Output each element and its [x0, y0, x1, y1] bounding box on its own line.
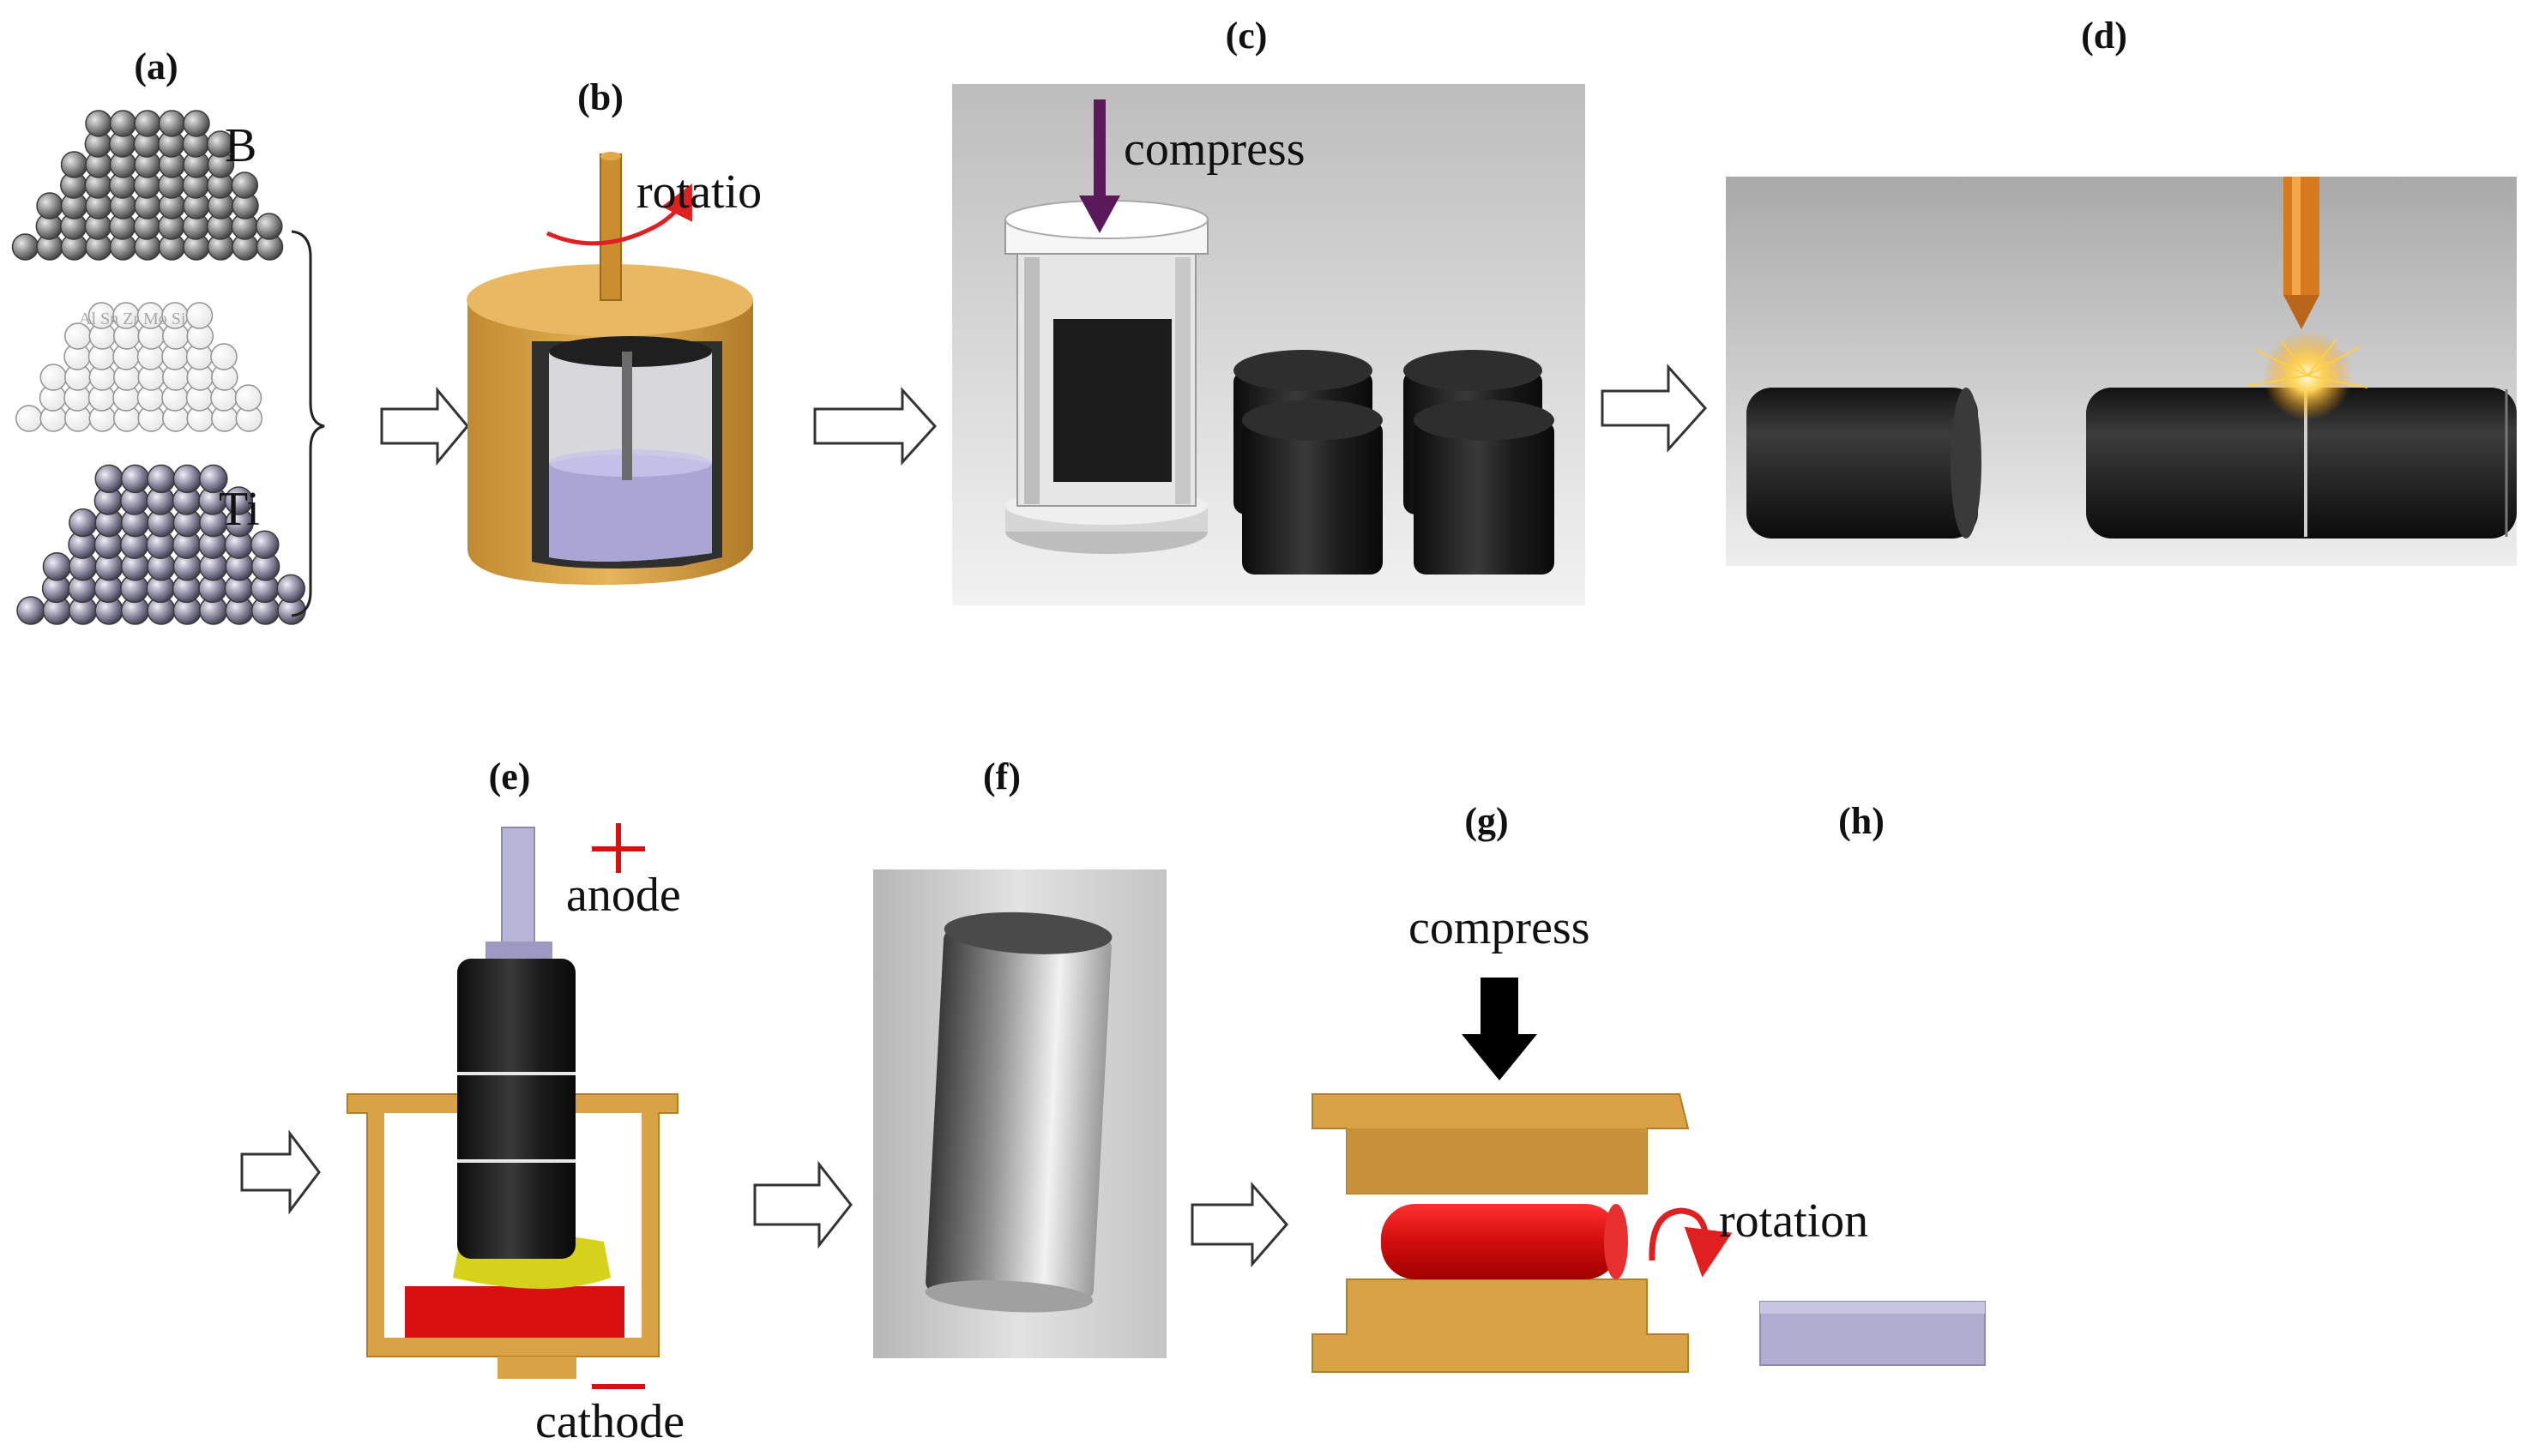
powder-particle	[16, 596, 45, 625]
powder-particle	[147, 464, 176, 494]
panel-c-label: (c)	[1226, 15, 1268, 57]
ball-mill-jar	[467, 264, 753, 585]
compress-arrow-c	[1079, 99, 1120, 233]
powder-particle	[94, 464, 124, 494]
rotation-label-g: rotation	[1719, 1194, 1868, 1248]
grouping-brace	[291, 230, 325, 617]
powder-particle	[60, 151, 88, 178]
powder-particle	[36, 192, 63, 220]
powder-particle	[183, 110, 210, 137]
powder-particle	[109, 110, 137, 137]
arrow-c-to-d	[1601, 364, 1708, 453]
panel-e: (e) anode cathode	[347, 755, 685, 1448]
boron-powder-pile	[11, 110, 284, 261]
forging-workpiece	[1381, 1204, 1628, 1279]
rotation-arrow-g	[1649, 1207, 1733, 1278]
arrow-a-to-b	[380, 386, 469, 466]
powder-particle	[134, 110, 161, 137]
titanium-powder-pile	[16, 464, 306, 625]
consumable-electrode	[457, 959, 576, 1259]
panel-a: (a) B Al Sn Zr Mo Si Ti	[11, 45, 325, 625]
powder-particle	[120, 464, 150, 494]
mill-shaft	[600, 153, 622, 301]
powder-particle	[85, 110, 112, 137]
powder-alloy-label: Al Sn Zr Mo Si	[79, 310, 186, 328]
arrow-e-to-f	[753, 1160, 853, 1249]
panel-c: (c) compress	[952, 15, 1585, 605]
panel-h-label: (h)	[1838, 800, 1885, 842]
single-compact-rod	[1746, 388, 1981, 538]
compress-label-c: compress	[1124, 123, 1306, 176]
anode-sign	[592, 823, 645, 873]
forging-top-die	[1312, 1093, 1690, 1194]
compress-arrow-g	[1462, 978, 1537, 1080]
powder-particle	[39, 364, 68, 391]
arrow-d-to-e	[240, 1129, 321, 1215]
rotation-label-b: rotatio	[636, 165, 762, 219]
compaction-die	[1004, 200, 1209, 554]
powder-particle	[199, 464, 228, 494]
arrow-f-to-g	[1191, 1181, 1288, 1268]
panel-g: (g) compress rotation	[1312, 800, 1868, 1373]
panel-b: (b) rotatio	[467, 76, 762, 585]
powder-particle	[224, 486, 254, 515]
panel-d-label: (d)	[2081, 15, 2127, 57]
powder-particle	[69, 508, 98, 538]
powder-particle	[185, 302, 214, 329]
spark-rays	[2247, 339, 2368, 388]
powder-ti-label: Ti	[219, 483, 260, 536]
powder-b-label: B	[225, 119, 256, 172]
arrow-b-to-c	[813, 387, 938, 466]
panel-h: (h)	[1759, 800, 1986, 1366]
panel-f: (f)	[873, 755, 1167, 1358]
forging-bottom-die	[1312, 1279, 1689, 1373]
powder-particle	[210, 343, 238, 370]
powder-particle	[42, 552, 72, 581]
powder-particle	[256, 213, 283, 240]
powder-particle	[172, 464, 202, 494]
cathode-label: cathode	[535, 1395, 685, 1448]
esr-ingot	[925, 912, 1113, 1313]
powder-particle	[15, 405, 43, 432]
welding-torch	[2283, 177, 2319, 329]
alloying-powder-pile	[15, 302, 263, 432]
powder-particle	[11, 233, 39, 261]
powder-particle	[207, 130, 234, 158]
panel-a-label: (a)	[134, 45, 178, 87]
process-arrows	[240, 364, 1708, 1268]
powder-particle	[250, 530, 280, 559]
electrode-holder	[501, 827, 535, 957]
powder-particle	[234, 384, 262, 412]
anode-label: anode	[566, 869, 681, 922]
panel-f-label: (f)	[983, 755, 1021, 797]
powder-particle	[158, 110, 186, 137]
panel-g-label: (g)	[1464, 800, 1508, 842]
powder-particle	[276, 574, 305, 604]
powder-particle	[231, 171, 259, 199]
compress-label-g: compress	[1408, 901, 1590, 954]
panel-e-label: (e)	[489, 755, 531, 797]
panel-d: (d)	[1726, 15, 2517, 566]
panel-b-label: (b)	[577, 76, 624, 118]
pressed-compacts	[1233, 350, 1554, 575]
final-product-bar	[1759, 1301, 1986, 1366]
rotation-arrow	[546, 184, 692, 246]
molten-pool	[405, 1286, 624, 1338]
